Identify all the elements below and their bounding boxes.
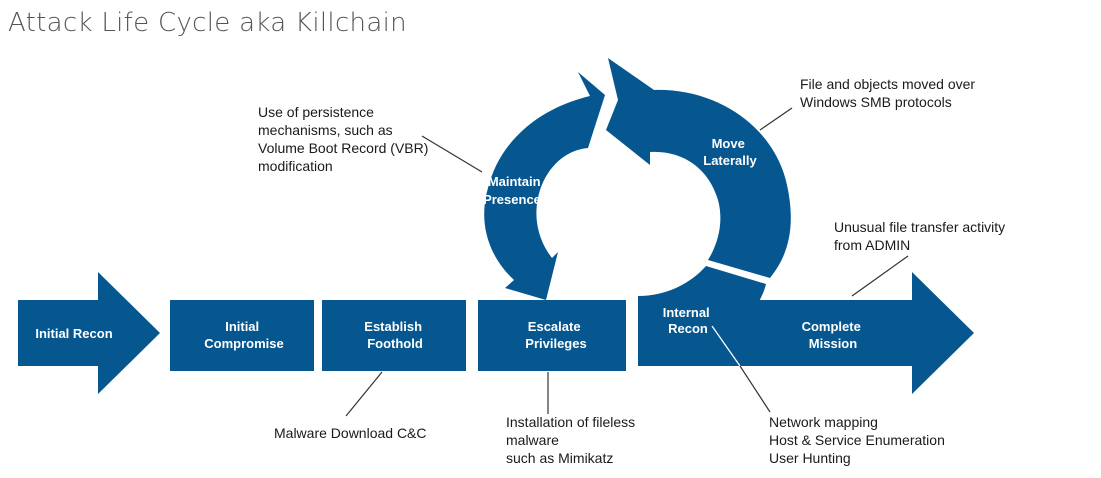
establish-foothold-label: Establish Foothold — [364, 319, 425, 351]
maintain-presence-label: Maintain Presence — [483, 174, 544, 207]
complete-mission-label: Complete Mission — [802, 319, 865, 351]
malware-download-leader — [345, 371, 383, 417]
network-note: Network mapping Host & Service Enumerati… — [769, 414, 949, 466]
fileless-note: Installation of fileless malware such as… — [506, 414, 639, 466]
smb-leader — [759, 107, 793, 131]
internal-recon-wedge — [638, 266, 766, 366]
move-laterally-arc — [606, 58, 791, 278]
file-transfer-leader — [851, 255, 909, 297]
establish-foothold-box — [322, 300, 466, 371]
smb-note: File and objects moved over Windows SMB … — [800, 76, 979, 110]
network-leader-inner — [711, 325, 741, 367]
escalate-privileges-box — [478, 300, 626, 371]
network-leader — [739, 365, 771, 413]
initial-recon-label: Initial Recon — [35, 326, 112, 341]
move-laterally-label: Move Laterally — [703, 136, 757, 168]
initial-recon-arrow — [18, 272, 160, 394]
maintain-presence-arc — [484, 72, 605, 300]
persistence-note: Use of persistence mechanisms, such as V… — [258, 104, 432, 174]
initial-compromise-label: Initial Compromise — [204, 319, 283, 351]
escalate-privileges-label: Escalate Privileges — [525, 319, 586, 351]
page-title: Attack Life Cycle aka Killchain — [8, 8, 407, 38]
initial-compromise-box — [170, 300, 314, 371]
persistence-leader — [421, 135, 483, 173]
malware-download-note: Malware Download C&C — [274, 425, 427, 441]
internal-recon-label: Internal Recon — [663, 305, 714, 336]
complete-mission-arrow — [740, 272, 974, 394]
file-transfer-note: Unusual file transfer activity from ADMI… — [834, 219, 1009, 253]
